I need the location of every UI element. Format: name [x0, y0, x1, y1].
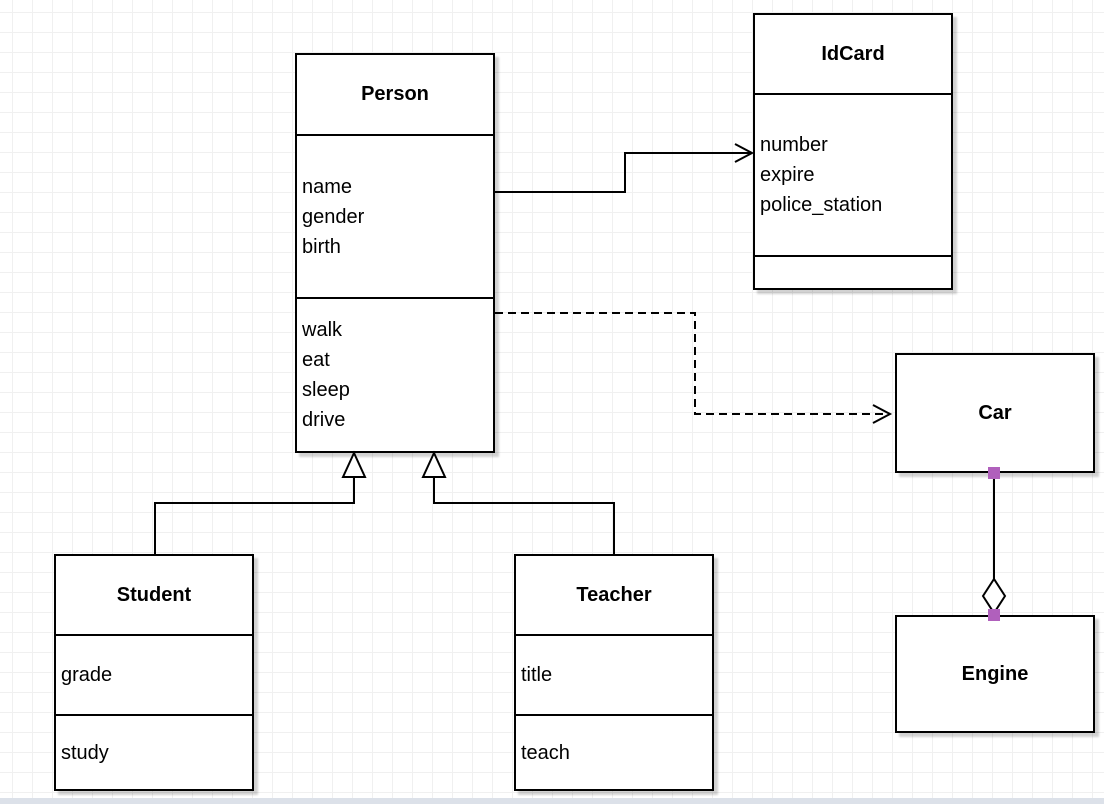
class-attributes: title	[516, 634, 712, 714]
class-teacher[interactable]: Teacher title teach	[514, 554, 714, 791]
generalization-student-person[interactable]	[154, 477, 355, 554]
attribute-row: birth	[302, 235, 341, 258]
class-methods: walk eat sleep drive	[297, 297, 493, 451]
attribute-row: name	[302, 175, 353, 198]
method-row: teach	[521, 741, 570, 764]
edge-teacher-person	[421, 450, 615, 554]
attribute-row: gender	[302, 205, 365, 228]
open-arrowhead-icon	[734, 143, 755, 163]
class-car[interactable]: Car	[895, 353, 1095, 473]
open-arrowhead-icon	[872, 404, 893, 424]
class-idcard[interactable]: IdCard number expire police_station	[753, 13, 953, 290]
class-attributes: name gender birth	[297, 134, 493, 297]
class-title: Engine	[961, 662, 1029, 685]
attribute-row: expire	[760, 164, 815, 186]
attribute-row: police_station	[760, 194, 883, 216]
class-title: Car	[978, 401, 1012, 424]
edge-person-idcard	[495, 143, 755, 193]
aggregation-diamond-icon	[981, 577, 1007, 615]
class-attributes: grade	[56, 634, 252, 714]
class-title: Teacher	[576, 583, 652, 606]
class-methods: study	[56, 714, 252, 789]
class-methods: teach	[516, 714, 712, 789]
edge-student-person	[154, 450, 367, 554]
method-row: sleep	[302, 379, 350, 401]
dependency-person-car[interactable]	[495, 312, 889, 415]
class-title: Student	[116, 583, 192, 606]
method-row: study	[61, 741, 109, 764]
attribute-row: title	[521, 664, 553, 686]
endpoint-handle[interactable]	[988, 467, 1000, 479]
method-row: walk	[302, 319, 343, 341]
class-methods-empty	[755, 255, 951, 288]
generalization-teacher-person[interactable]	[433, 477, 615, 554]
class-student[interactable]: Student grade study	[54, 554, 254, 791]
triangle-arrowhead-icon	[341, 450, 367, 478]
triangle-arrowhead-icon	[421, 450, 447, 478]
attribute-row: number	[760, 134, 828, 156]
edge-car-engine	[981, 467, 1007, 621]
class-attributes: number expire police_station	[755, 93, 951, 255]
attribute-row: grade	[61, 664, 113, 686]
class-person[interactable]: Person name gender birth walk eat sleep …	[295, 53, 495, 453]
class-title: Person	[361, 83, 429, 105]
class-engine[interactable]: Engine	[895, 615, 1095, 733]
endpoint-handle[interactable]	[988, 609, 1000, 621]
class-title: IdCard	[821, 42, 885, 65]
canvas-bottom-edge	[0, 798, 1104, 804]
edge-person-car	[495, 312, 893, 424]
association-person-idcard[interactable]	[495, 152, 751, 193]
method-row: drive	[302, 409, 346, 431]
method-row: eat	[302, 349, 330, 371]
